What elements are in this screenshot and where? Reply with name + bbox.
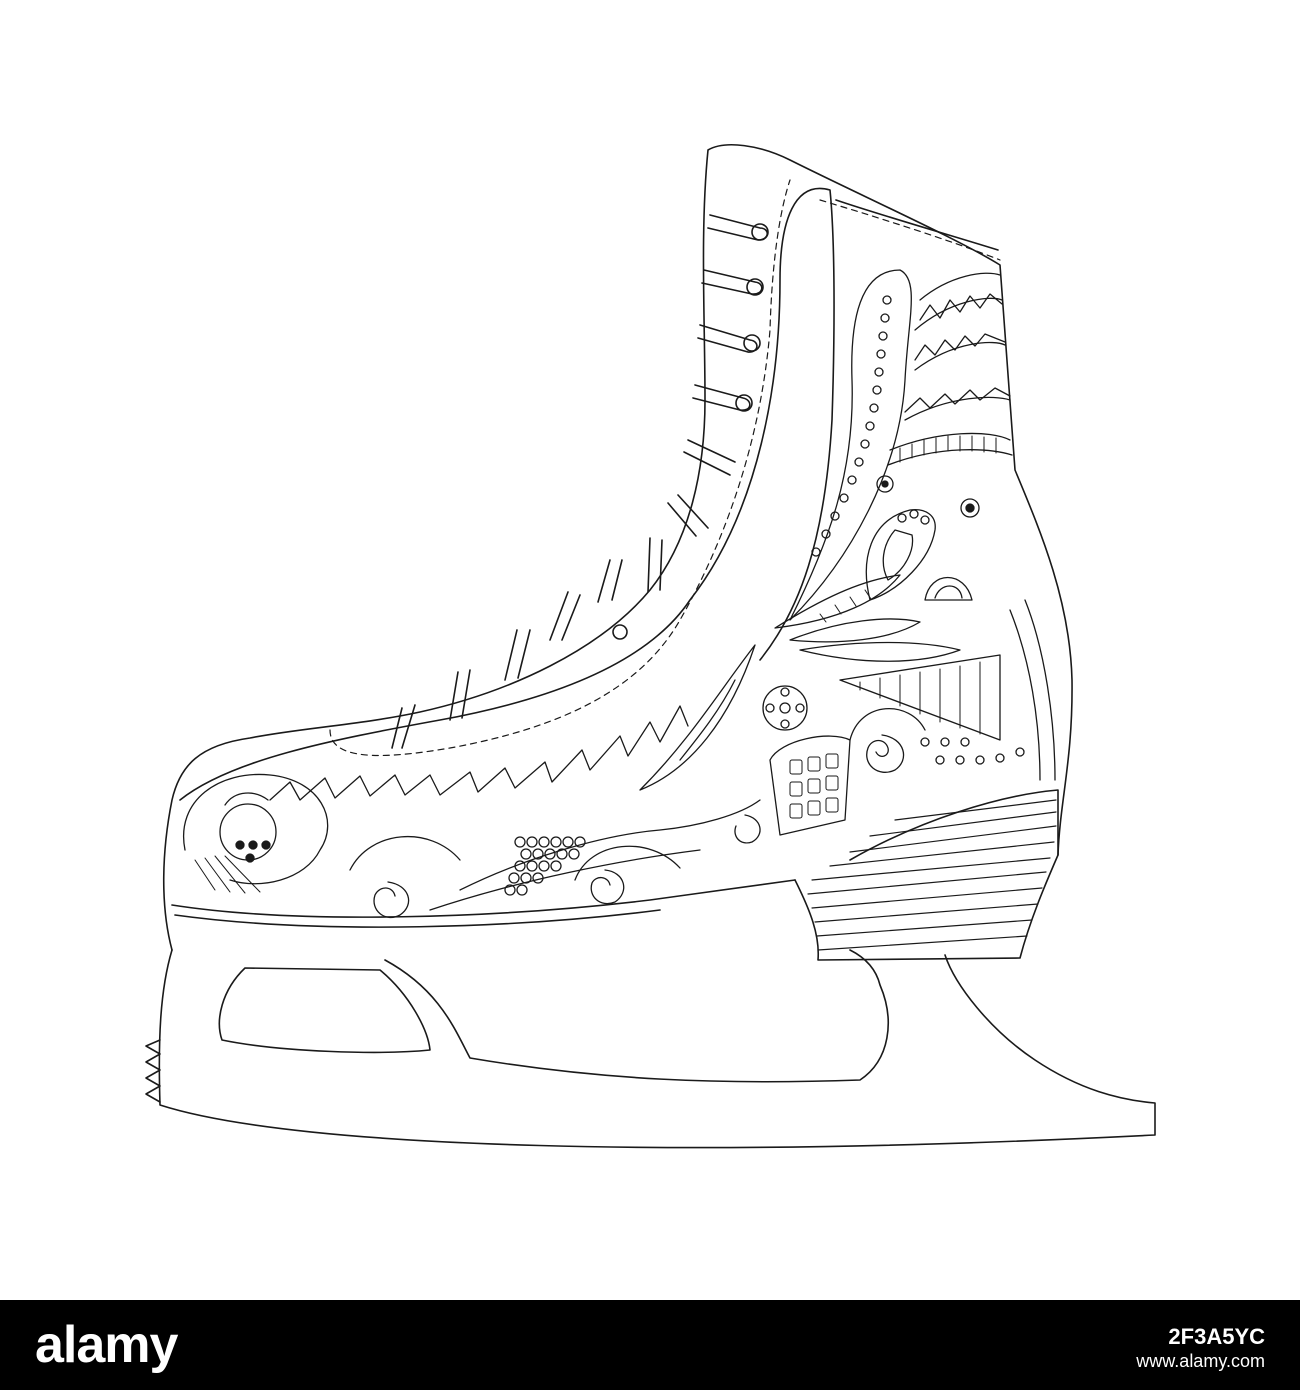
eyelet — [751, 223, 769, 241]
blade-front-serration — [145, 1039, 161, 1103]
alamy-logo: alamy — [35, 1316, 178, 1374]
rear-stanchion — [384, 949, 889, 1083]
eyelet — [735, 394, 753, 412]
skate-illustration — [145, 144, 1156, 1149]
stitching-top — [819, 199, 1001, 261]
zentangle-ornaments — [182, 269, 1056, 919]
skate-boot — [162, 144, 1073, 951]
stitching — [329, 179, 791, 757]
skate-blade — [145, 949, 1156, 1149]
skate-heel — [794, 789, 1059, 961]
front-stanchion — [218, 967, 431, 1054]
eyelet — [746, 278, 764, 296]
watermark-url: www.alamy.com — [1136, 1351, 1265, 1371]
eyelet — [743, 334, 761, 352]
skate-laces — [391, 214, 769, 749]
image-id-label: 2F3A5YC — [1168, 1324, 1265, 1349]
boot-sole-line — [171, 879, 796, 918]
boot-tongue — [179, 187, 835, 801]
watermark-bar: alamy 2F3A5YC www.alamy.com — [0, 1300, 1300, 1390]
eyelet — [612, 624, 628, 640]
